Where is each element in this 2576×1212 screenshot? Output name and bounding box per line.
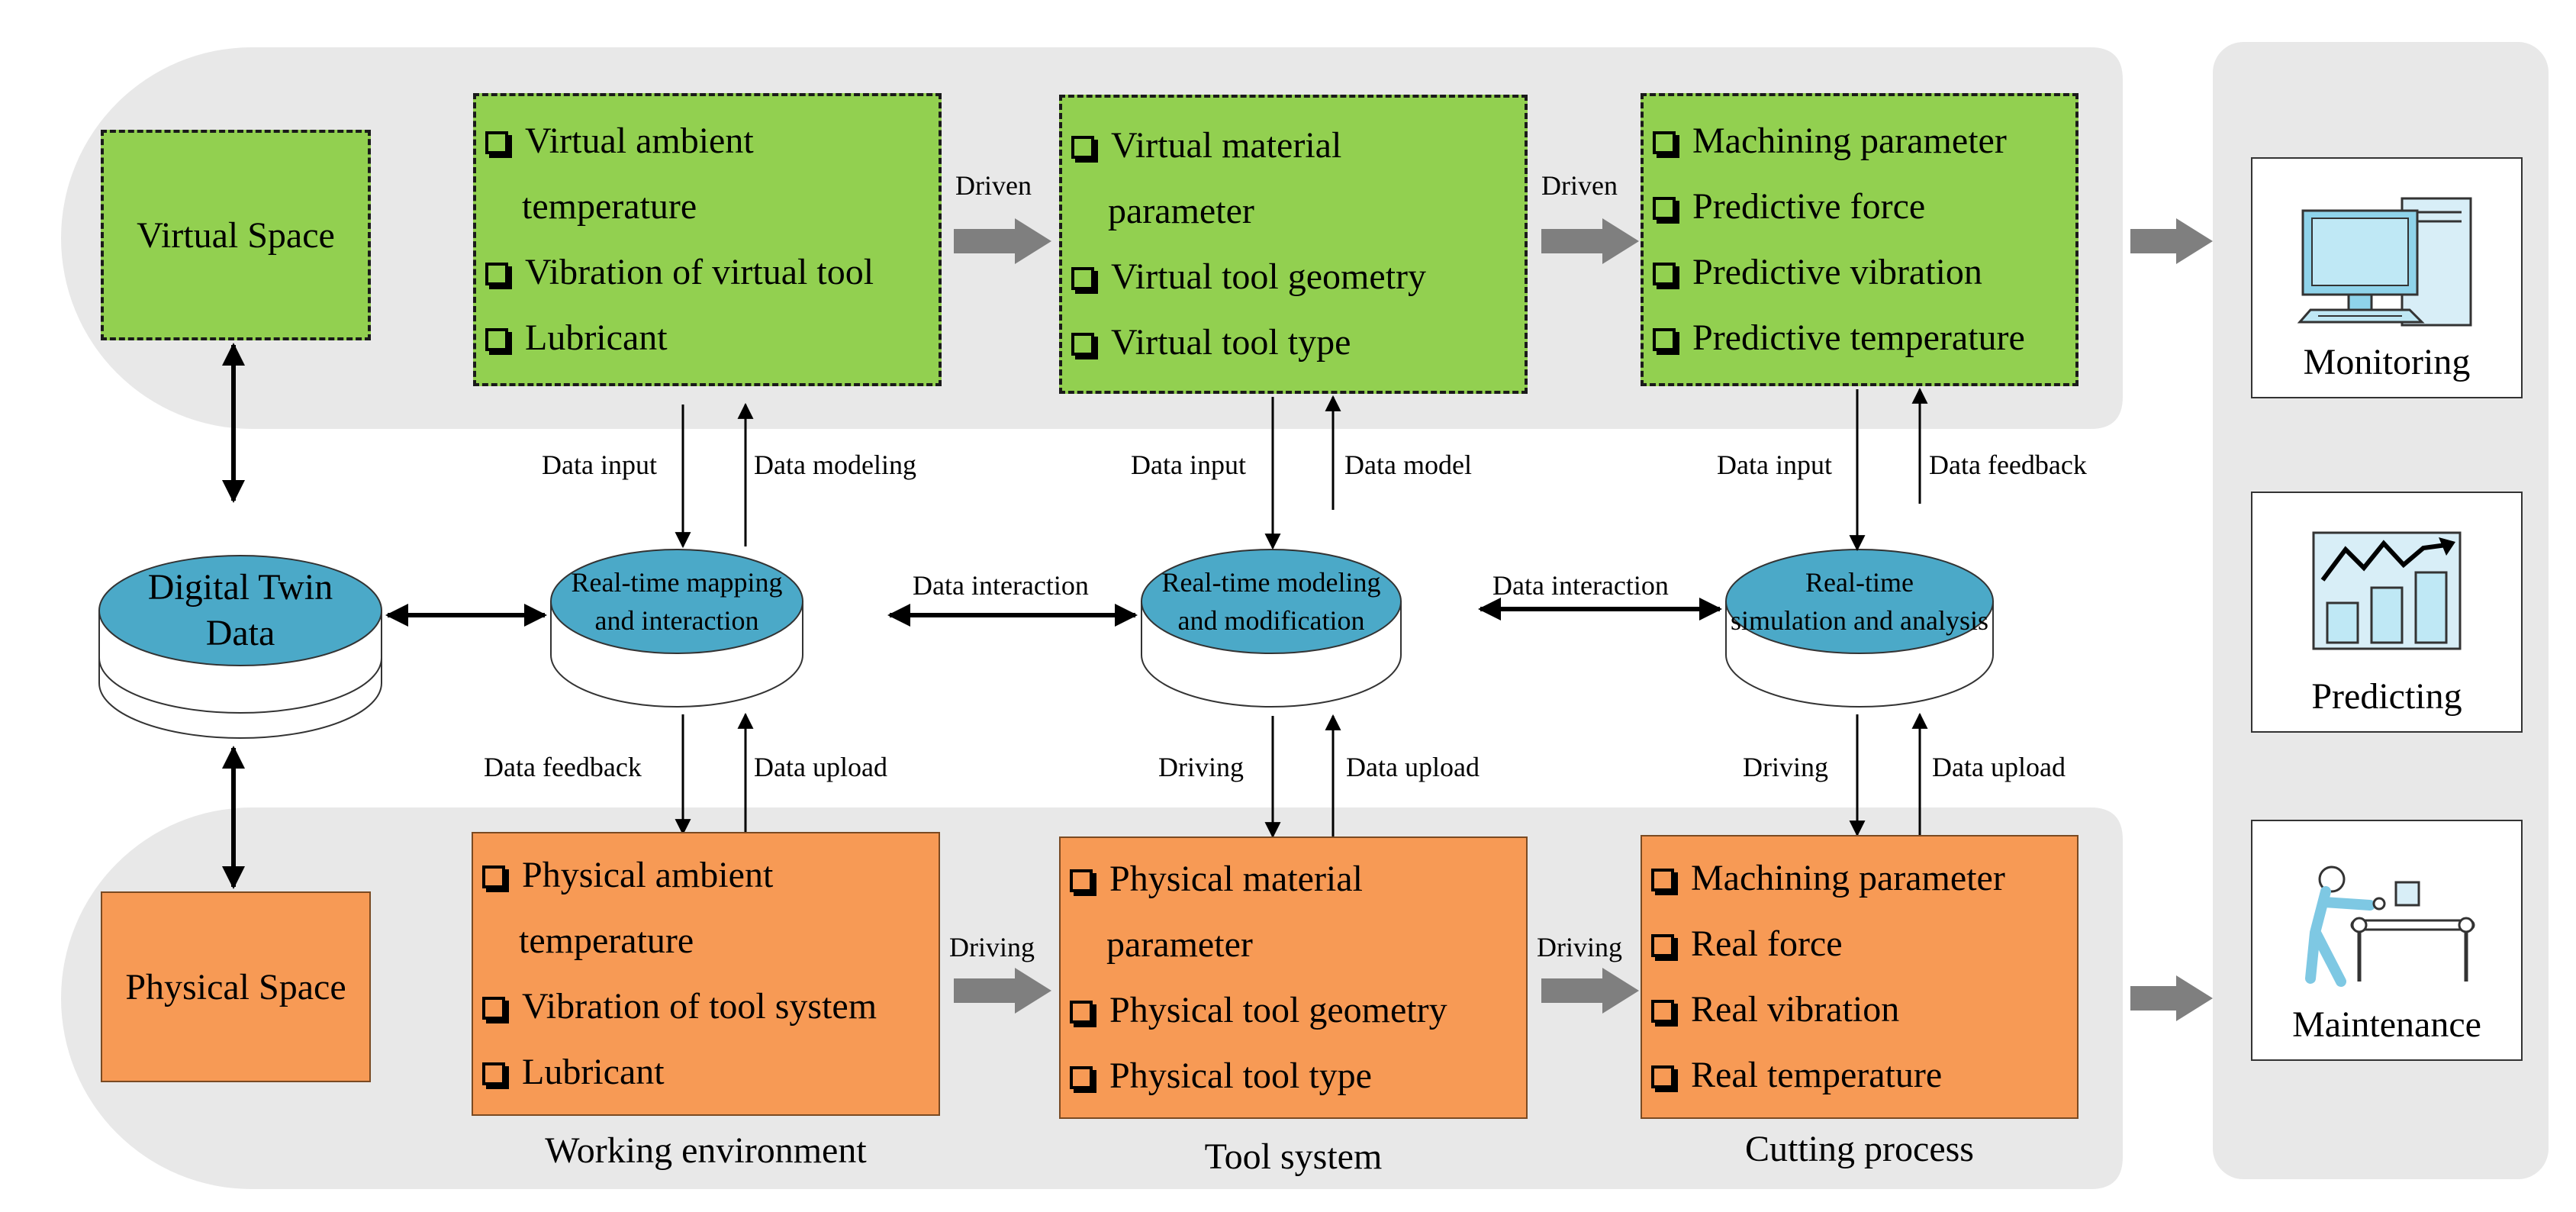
checkbox-square-icon	[1651, 1065, 1674, 1088]
flow-label: Data upload	[1346, 752, 1480, 782]
trend-chart-icon	[2312, 531, 2462, 650]
gray-arrow-maintenance	[2130, 975, 2213, 1021]
list-item: Real force	[1645, 911, 2074, 977]
list-item: Machining parameter	[1645, 846, 2074, 911]
list-item: Physical tool geometry	[1064, 978, 1523, 1043]
list-item: Predictive vibration	[1647, 240, 2072, 305]
gray-arrow-driven-2	[1541, 218, 1639, 264]
flow-label: Data model	[1344, 450, 1472, 480]
list-item: Physical tool type	[1064, 1043, 1523, 1109]
disc-mapping	[550, 549, 803, 708]
checkbox-square-icon	[1653, 197, 1676, 220]
list-item: temperature	[519, 920, 694, 961]
flow-label: Data feedback	[484, 752, 642, 782]
gray-arrow-driving-2	[1541, 968, 1639, 1014]
flow-label: Driving	[1158, 752, 1244, 782]
list-item: Machining parameter	[1647, 108, 2072, 174]
checkbox-square-icon	[482, 997, 505, 1020]
gray-arrow-driving-1	[954, 968, 1051, 1014]
checkbox-square-icon	[1653, 328, 1676, 351]
list-item: Lubricant	[479, 305, 935, 371]
disc-modeling	[1141, 549, 1402, 708]
caption-tool-system: Tool system	[1204, 1136, 1383, 1177]
driven-label-2: Driven	[1541, 170, 1618, 201]
checkbox-square-icon	[485, 328, 508, 351]
list-item: temperature	[522, 186, 697, 227]
list-item: Virtual material	[1065, 113, 1521, 179]
physical-environment-box: Physical ambient temperature Vibration o…	[472, 832, 940, 1116]
list-item: parameter	[1108, 191, 1254, 231]
digital-twin-cylinder	[98, 555, 382, 739]
physical-space-label: Physical Space	[125, 966, 346, 1007]
checkbox-square-icon	[482, 865, 505, 888]
virtual-process-box: Machining parameter Predictive force Pre…	[1641, 93, 2079, 386]
checkbox-square-icon	[1651, 1000, 1674, 1023]
list-item: Virtual tool geometry	[1065, 244, 1521, 310]
checkbox-square-icon	[1070, 1001, 1093, 1023]
list-item: Physical material	[1064, 846, 1523, 912]
disc-label-simulation: Real-time simulation and analysis	[1731, 567, 1988, 636]
physical-space-box: Physical Space	[101, 891, 371, 1082]
driving-label-1: Driving	[949, 932, 1035, 962]
list-item: Virtual ambient	[479, 108, 935, 174]
list-item: Lubricant	[476, 1040, 935, 1105]
virtual-space-label: Virtual Space	[137, 214, 335, 256]
list-item: Real vibration	[1645, 977, 2074, 1043]
driven-label-1: Driven	[955, 170, 1032, 201]
list-item: Vibration of tool system	[476, 974, 935, 1040]
gray-arrow-monitoring	[2130, 218, 2213, 264]
flow-label: Data interaction	[913, 570, 1089, 601]
digital-twin-label: Digital Twin Data	[147, 567, 333, 653]
monitoring-label: Monitoring	[2303, 342, 2471, 382]
computer-icon	[2297, 197, 2472, 327]
disc-label-mapping: Real-time mapping and interaction	[571, 567, 783, 636]
maintenance-label: Maintenance	[2292, 1004, 2481, 1045]
maintenance-card: Maintenance	[2251, 820, 2523, 1061]
physical-tool-box: Physical material parameter Physical too…	[1059, 836, 1528, 1119]
list-item: Real temperature	[1645, 1043, 2074, 1108]
predicting-card: Predicting	[2251, 492, 2523, 733]
checkbox-square-icon	[485, 263, 508, 285]
virtual-space-box: Virtual Space	[101, 130, 371, 340]
checkbox-square-icon	[1070, 869, 1093, 892]
flow-label: Data interaction	[1492, 570, 1669, 601]
disc-simulation	[1725, 549, 1994, 708]
checkbox-square-icon	[1651, 869, 1674, 891]
list-item: Physical ambient	[476, 843, 935, 908]
flow-label: Data upload	[1932, 752, 2066, 782]
gray-arrow-driven-1	[954, 218, 1051, 264]
checkbox-square-icon	[485, 131, 508, 154]
checkbox-square-icon	[1653, 131, 1676, 154]
checkbox-square-icon	[1071, 333, 1094, 356]
physical-process-box: Machining parameter Real force Real vibr…	[1641, 835, 2079, 1119]
caption-working-environment: Working environment	[545, 1130, 867, 1171]
worker-conveyor-icon	[2305, 865, 2475, 987]
checkbox-square-icon	[482, 1062, 505, 1085]
checkbox-square-icon	[1070, 1066, 1093, 1089]
flow-label: Driving	[1743, 752, 1828, 782]
list-item: Virtual tool type	[1065, 310, 1521, 376]
checkbox-square-icon	[1071, 136, 1094, 159]
flow-label: Data input	[1131, 450, 1246, 480]
list-item: Predictive force	[1647, 174, 2072, 240]
list-item: Predictive temperature	[1647, 305, 2072, 371]
predicting-label: Predicting	[2311, 676, 2462, 717]
flow-label: Data upload	[754, 752, 887, 782]
flow-label: Data feedback	[1929, 450, 2087, 480]
driving-label-2: Driving	[1537, 932, 1622, 962]
checkbox-square-icon	[1651, 934, 1674, 957]
disc-label-modeling: Real-time modeling and modification	[1161, 567, 1381, 636]
checkbox-square-icon	[1653, 263, 1676, 285]
list-item: parameter	[1106, 924, 1253, 965]
virtual-tool-box: Virtual material parameter Virtual tool …	[1059, 95, 1528, 394]
flow-label: Data input	[542, 450, 657, 480]
monitoring-card: Monitoring	[2251, 157, 2523, 398]
flow-label: Data modeling	[754, 450, 916, 480]
caption-cutting-process: Cutting process	[1745, 1129, 1974, 1169]
virtual-environment-box: Virtual ambient temperature Vibration of…	[473, 93, 942, 386]
flow-label: Data input	[1717, 450, 1832, 480]
list-item: Vibration of virtual tool	[479, 240, 935, 305]
checkbox-square-icon	[1071, 267, 1094, 290]
